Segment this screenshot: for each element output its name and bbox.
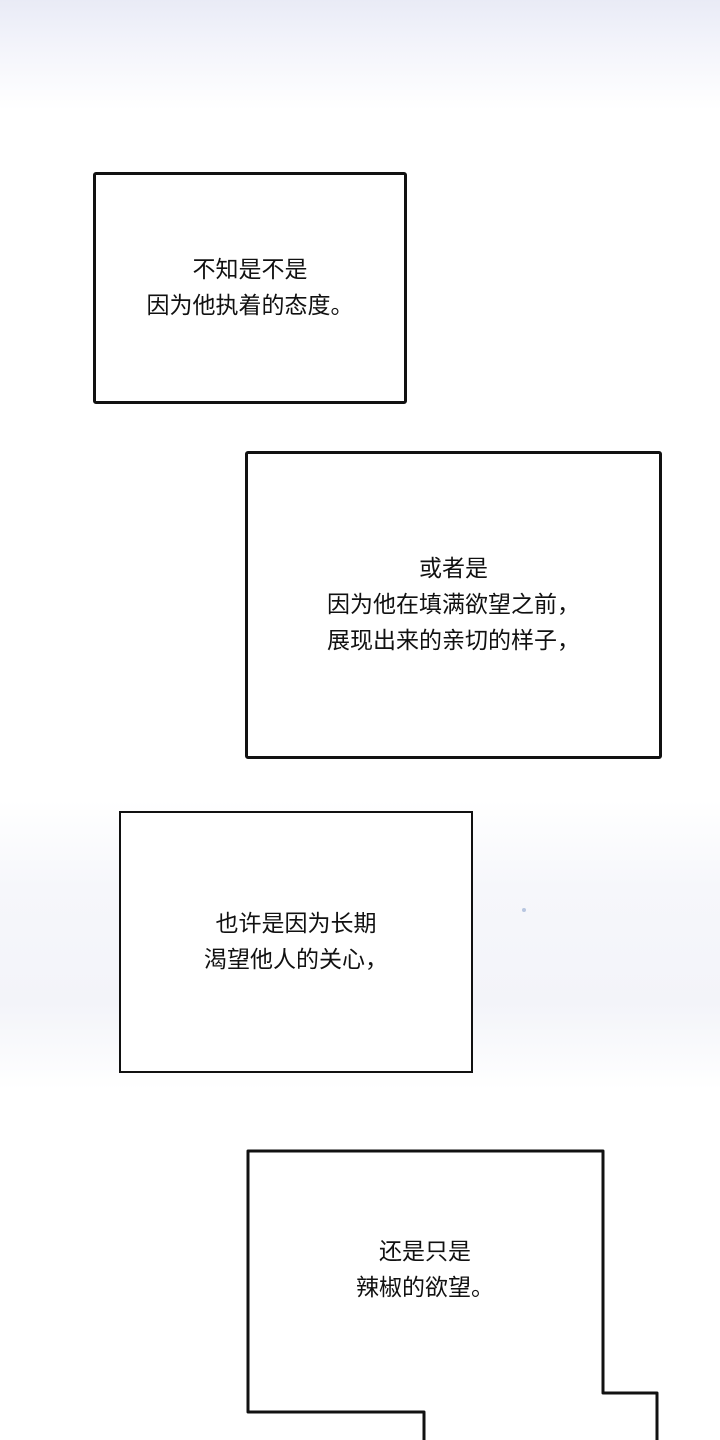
- caption-line: 渴望他人的关心，: [204, 947, 388, 973]
- caption-line: 还是只是: [379, 1239, 471, 1265]
- background-texture-top: [0, 0, 720, 110]
- background-speck: [522, 908, 526, 912]
- caption-box-2: 或者是 因为他在填满欲望之前， 展现出来的亲切的样子，: [245, 451, 662, 759]
- caption-box-1: 不知是不是 因为他执着的态度。: [93, 172, 407, 404]
- caption-box-4: 还是只是 辣椒的欲望。: [247, 1150, 603, 1390]
- caption-line: 因为他在填满欲望之前，: [327, 592, 580, 618]
- caption-box-3: 也许是因为长期 渴望他人的关心，: [119, 811, 473, 1073]
- caption-line: 辣椒的欲望。: [356, 1275, 494, 1301]
- caption-line: 展现出来的亲切的样子，: [327, 628, 580, 654]
- caption-line: 不知是不是: [192, 257, 308, 283]
- caption-line: 或者是: [419, 556, 488, 582]
- caption-line: 因为他执着的态度。: [146, 293, 354, 319]
- caption-line: 也许是因为长期: [215, 911, 377, 937]
